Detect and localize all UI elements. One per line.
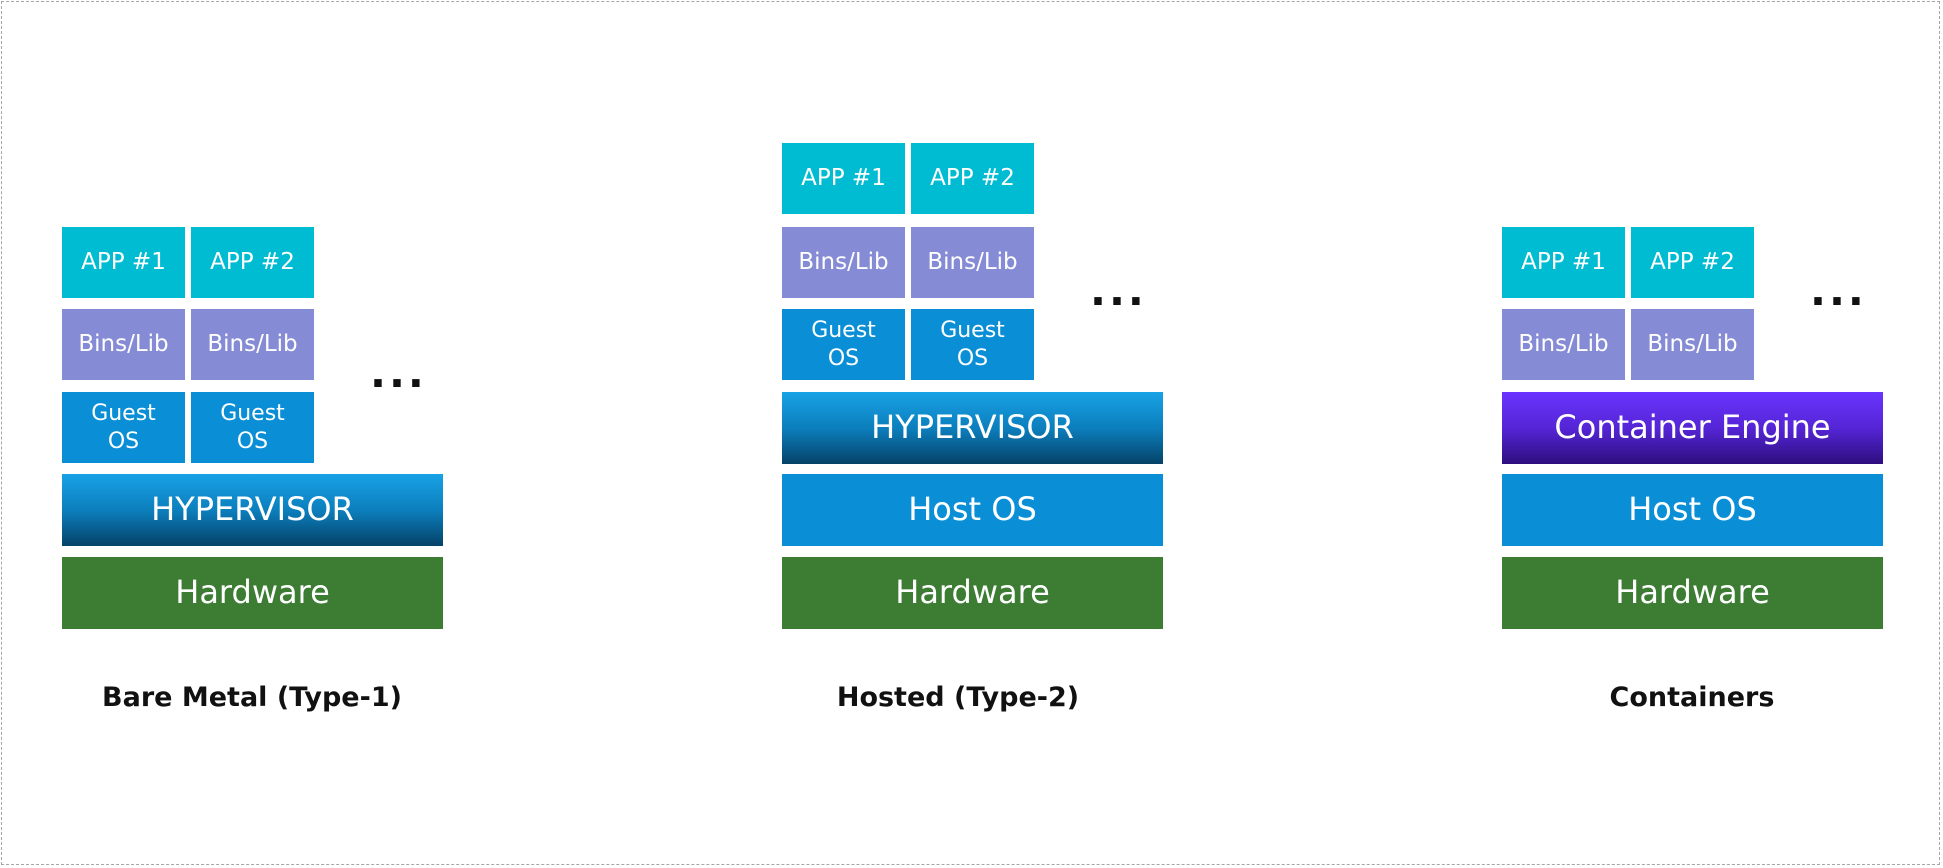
hosted-guest-os-2: Guest OS <box>911 309 1034 380</box>
containers-app-2: APP #2 <box>1631 227 1754 298</box>
hosted-bins-2: Bins/Lib <box>911 227 1034 298</box>
hosted-app-1: APP #1 <box>782 143 905 214</box>
containers-container-engine: Container Engine <box>1502 392 1883 464</box>
bare-metal-guest-os-1: Guest OS <box>62 392 185 463</box>
hosted-app-2: APP #2 <box>911 143 1034 214</box>
hosted-ellipsis: ... <box>1090 266 1147 315</box>
bare-metal-hypervisor: HYPERVISOR <box>62 474 443 546</box>
containers-caption: Containers <box>1609 682 1775 713</box>
bare-metal-app-1: APP #1 <box>62 227 185 298</box>
containers-ellipsis: ... <box>1810 266 1867 315</box>
bare-metal-bins-2: Bins/Lib <box>191 309 314 380</box>
containers-bins-2: Bins/Lib <box>1631 309 1754 380</box>
hosted-guest-os-1: Guest OS <box>782 309 905 380</box>
hosted-bins-1: Bins/Lib <box>782 227 905 298</box>
hosted-hardware: Hardware <box>782 557 1163 629</box>
hosted-hypervisor: HYPERVISOR <box>782 392 1163 464</box>
bare-metal-guest-os-2: Guest OS <box>191 392 314 463</box>
containers-app-1: APP #1 <box>1502 227 1625 298</box>
bare-metal-hardware: Hardware <box>62 557 443 629</box>
containers-hardware: Hardware <box>1502 557 1883 629</box>
hosted-caption: Hosted (Type-2) <box>836 682 1080 713</box>
bare-metal-ellipsis: ... <box>370 348 427 397</box>
bare-metal-caption: Bare Metal (Type-1) <box>102 682 402 713</box>
bare-metal-bins-1: Bins/Lib <box>62 309 185 380</box>
containers-host-os: Host OS <box>1502 474 1883 546</box>
containers-bins-1: Bins/Lib <box>1502 309 1625 380</box>
hosted-host-os: Host OS <box>782 474 1163 546</box>
bare-metal-app-2: APP #2 <box>191 227 314 298</box>
